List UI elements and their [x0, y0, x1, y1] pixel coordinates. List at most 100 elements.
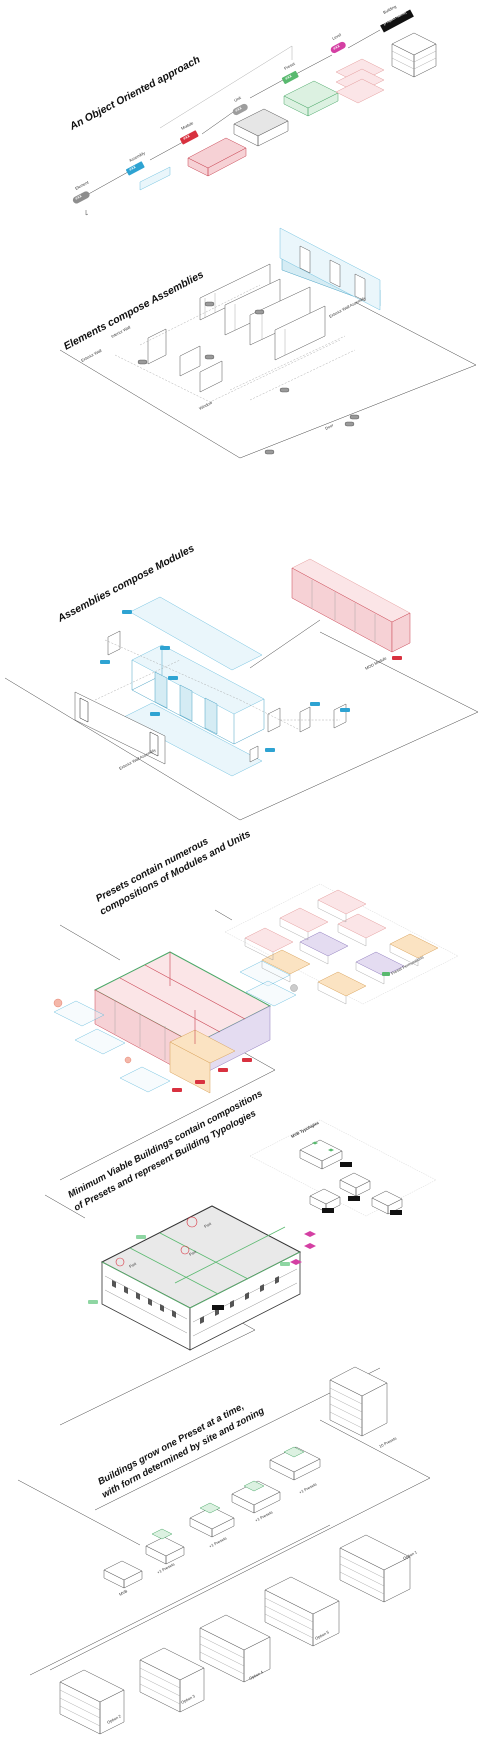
stage-assembly-tag-bg [125, 161, 145, 176]
stage-module-tag-bg [179, 130, 199, 145]
exterior-wall-assembly: Exterior Wall Assembly [279, 227, 381, 319]
element-tags [137, 301, 360, 455]
option-4-sides [264, 1589, 340, 1647]
perm-3 [317, 889, 367, 915]
unit-marker-1 [53, 998, 63, 1008]
stage-level-tag-bg [330, 41, 346, 54]
elem-tag-7 [349, 414, 360, 420]
stage-preset: Preset #XX [281, 61, 339, 117]
stage-assembly-label: Assembly [128, 150, 146, 163]
section-object-oriented: An Object Oriented approach Element #XX … [67, 4, 437, 216]
stage-building-tag-bg [380, 9, 414, 33]
typ-preset-marks [312, 1141, 334, 1152]
stage-element-tag-bg [72, 191, 90, 204]
a-tag-2 [160, 646, 170, 650]
stage-preset-tag-bg [281, 70, 299, 84]
a-tag-3 [168, 676, 178, 680]
small-panel [249, 745, 259, 763]
title-mvb-2: of Presets and represent Building Typolo… [72, 1108, 258, 1214]
stage-element-tag: #XX [75, 194, 83, 201]
perm-5 [299, 931, 349, 957]
module-frame [131, 644, 265, 745]
option-5-sides [339, 1547, 411, 1603]
module-glyph-sides [187, 147, 247, 177]
stage-element-label: Element [74, 179, 90, 191]
assembly-tags [100, 610, 350, 752]
elem-tag-8 [264, 449, 275, 455]
unit-marker-2 [124, 1056, 132, 1064]
step-3-new [199, 1502, 221, 1514]
module-partitions [154, 671, 218, 735]
panel-4 [274, 305, 326, 361]
small-window-assembly-2 [267, 707, 281, 733]
ext-wall-windows [79, 697, 159, 757]
p-tag-2 [195, 1080, 205, 1084]
mod-divisions [311, 580, 376, 642]
small-window-assembly [107, 630, 121, 656]
stage-level-label: Level [331, 32, 342, 41]
option-1-sides [59, 1681, 125, 1735]
module-edges [131, 645, 265, 745]
section-presets: Presets contain numerous compositions of… [53, 828, 459, 1181]
element-glyph [85, 210, 89, 216]
typ-1-sides [299, 1149, 343, 1170]
window-panel-1 [179, 345, 201, 377]
preset-module-lines [119, 952, 246, 1044]
p-tag-4 [242, 1058, 252, 1062]
stage-module-tag: #XX [183, 134, 191, 141]
stage-unit-tag-bg [232, 103, 248, 116]
a-tag-4 [150, 712, 160, 716]
a-tag-5 [100, 660, 110, 664]
step-max-sides [329, 1379, 388, 1437]
a-tag-6 [265, 748, 275, 752]
a-tag-1 [122, 610, 132, 614]
elem-tag-4 [137, 359, 148, 365]
flow-loop [159, 45, 293, 129]
section2-frame [59, 301, 477, 459]
perm-sides [244, 900, 419, 1005]
level-glyph-3 [335, 78, 385, 104]
step-2-new [151, 1528, 173, 1540]
roof-slab [129, 596, 263, 671]
p-tag-3 [218, 1068, 228, 1072]
window-panel-2 [199, 360, 223, 393]
a-tag-8 [340, 708, 350, 712]
mod-tag [392, 656, 402, 660]
perm-9 [389, 933, 439, 959]
stage-building-label: Building [382, 4, 397, 15]
elem-tag-6 [344, 421, 355, 427]
section4-frame [59, 909, 276, 1181]
mvb-tag-1 [136, 1235, 146, 1239]
typ-tag-1 [322, 1208, 334, 1213]
p-tag-1 [172, 1088, 182, 1092]
step-3-sides [189, 1517, 235, 1538]
elem-tag-2 [254, 309, 265, 315]
option-2-label: Option 3 [180, 1693, 196, 1705]
mvb-floor-lines [104, 1268, 298, 1337]
preset-partitions [114, 1000, 166, 1060]
option-4-floors [264, 1597, 314, 1639]
module-arrow [249, 619, 321, 669]
option-4-label: Option 5 [314, 1629, 330, 1641]
perm-6 [337, 913, 387, 939]
title-presets-2: compositions of Modules and Units [98, 828, 253, 917]
option-3-label: Option 4 [248, 1669, 264, 1681]
mvb-building: Port Port Port [88, 1205, 316, 1351]
typ-tag-3 [390, 1210, 402, 1215]
port-label-3: Port [128, 1261, 138, 1269]
assembly-guides [114, 284, 356, 403]
option-1-floors [59, 1689, 101, 1727]
label-ext-wall-assembly: Exterior Wall Assembly [118, 747, 156, 771]
perm-2 [279, 907, 329, 933]
elem-tag-5 [279, 387, 290, 393]
callout-5 [245, 980, 297, 1007]
step-4-new [243, 1480, 265, 1492]
callout-2 [74, 1028, 126, 1055]
elem-tag-1 [204, 301, 215, 307]
growth-steps: MVB +1 Presets +1 Presets +1 Presets +1 … [103, 1366, 397, 1597]
unit-marker-3 [290, 984, 298, 992]
label-window: Window [198, 400, 213, 411]
step-3-label: +1 Presets [208, 1535, 227, 1548]
mvb-tag-2 [88, 1300, 98, 1304]
